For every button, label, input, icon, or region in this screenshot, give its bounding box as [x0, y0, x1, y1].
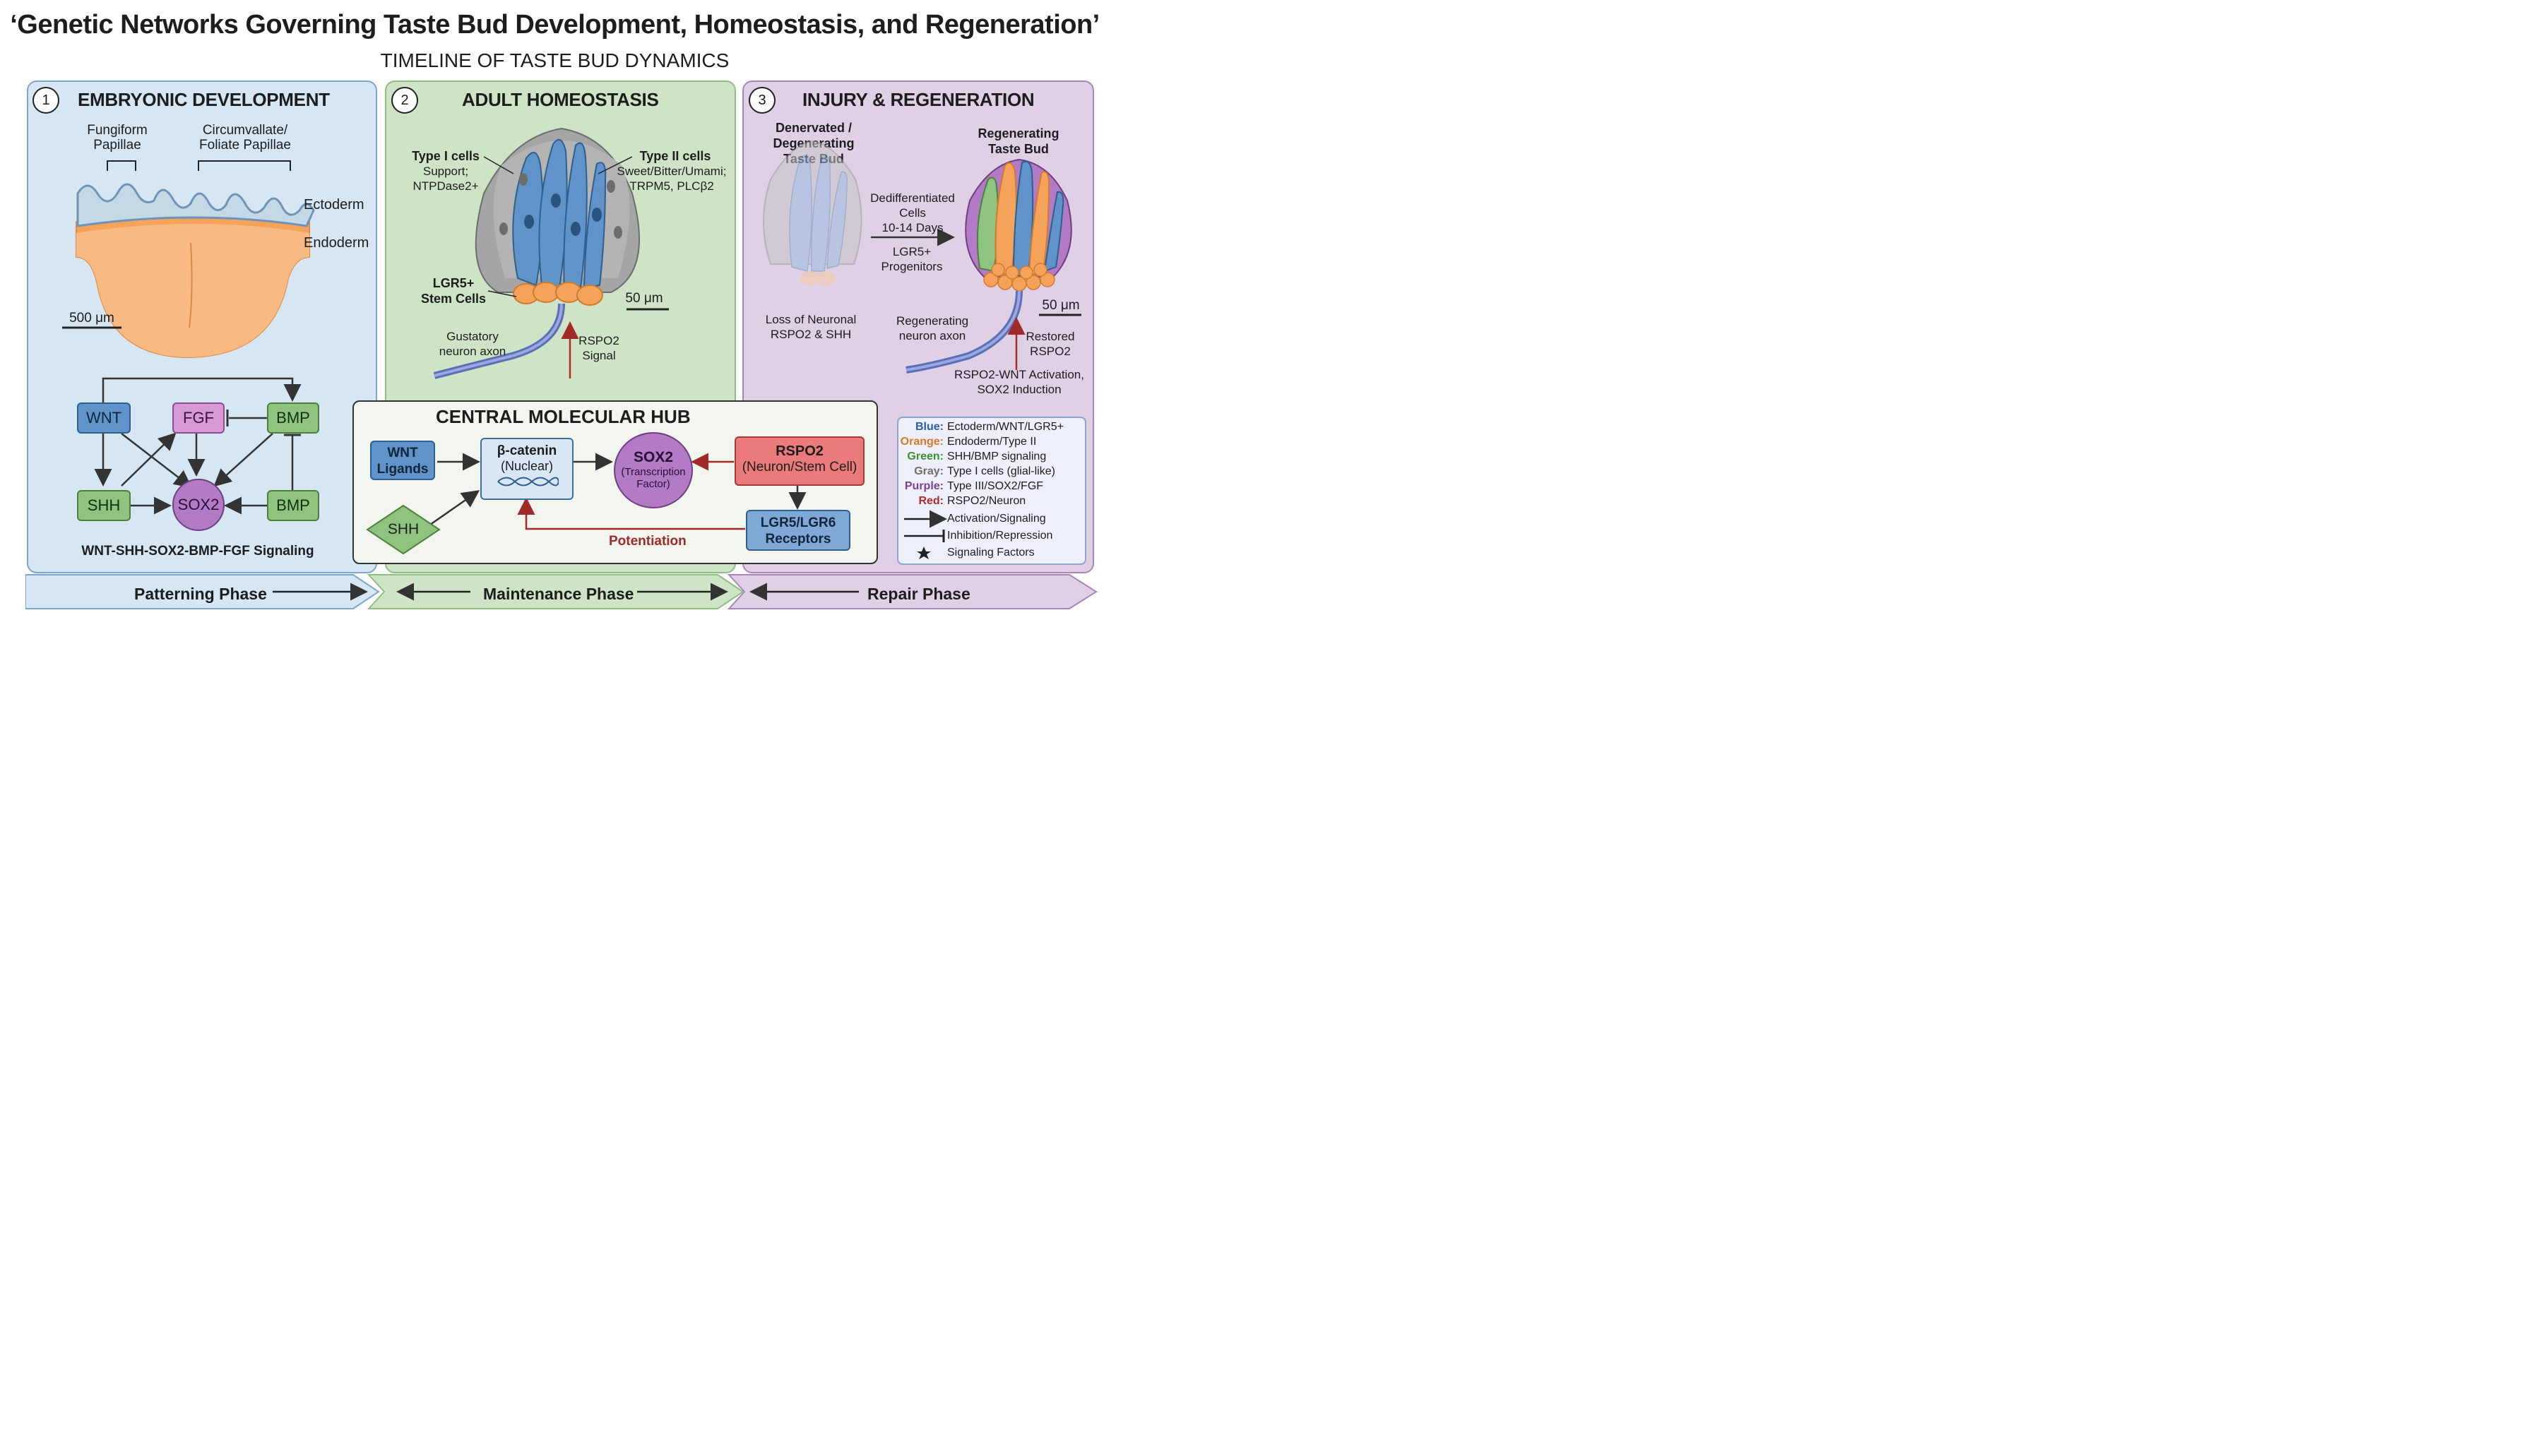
- legend-item-text: Endoderm/Type II: [947, 436, 1037, 448]
- hub-title: CENTRAL MOLECULAR HUB: [436, 406, 691, 427]
- panel-2-title: ADULT HOMEOSTASIS: [462, 89, 659, 110]
- phase-timeline: [25, 574, 1098, 609]
- rspo2-hub-sub: (Neuron/Stem Cell): [742, 460, 857, 475]
- bmp-top-node: BMP: [267, 402, 319, 434]
- regeneration-illustration: [763, 140, 1081, 374]
- gustatory-axon-label: Gustatory neuron axon: [439, 330, 506, 358]
- legend-item-text: Ectoderm/WNT/LGR5+: [947, 421, 1064, 433]
- legend-item-key: Gray:: [914, 465, 944, 477]
- legend-item-text: Type III/SOX2/FGF: [947, 480, 1044, 492]
- patterning-phase-label: Patterning Phase: [134, 585, 267, 603]
- wnt-ligands-node: WNT Ligands: [370, 441, 435, 480]
- panel-1-number: 1: [32, 87, 59, 114]
- color-legend: [897, 417, 1086, 565]
- hub-arrows: [429, 453, 807, 530]
- scale-50um-regen: 50 μm: [1042, 298, 1080, 313]
- legend-item: Green:SHH/BMP signaling: [897, 450, 1046, 463]
- tongue-illustration: [62, 160, 315, 515]
- main-title: ‘Genetic Networks Governing Taste Bud De…: [10, 10, 1100, 40]
- legend-item-key: Blue:: [915, 421, 944, 433]
- legend-item: Purple:Type III/SOX2/FGF: [897, 480, 1043, 493]
- activation-label: RSPO2-WNT Activation, SOX2 Induction: [954, 368, 1084, 396]
- bmp-bottom-node: BMP: [267, 490, 319, 521]
- wnt-node: WNT: [77, 402, 131, 434]
- loss-label: Loss of Neuronal RSPO2 & SHH: [765, 313, 857, 341]
- subtitle: TIMELINE OF TASTE BUD DYNAMICS: [380, 49, 730, 71]
- type1-title: Type I cells: [412, 149, 480, 163]
- fgf-node: FGF: [172, 402, 225, 434]
- type2-title: Type II cells: [639, 149, 711, 163]
- legend-item-text: Type I cells (glial-like): [947, 465, 1055, 477]
- rspo2-hub-node: RSPO2 (Neuron/Stem Cell): [735, 436, 865, 486]
- legend-item-key: Orange:: [900, 436, 944, 448]
- maintenance-phase-label: Maintenance Phase: [483, 585, 634, 603]
- legend-item: Red:RSPO2/Neuron: [897, 495, 1026, 508]
- panel-1-title: EMBRYONIC DEVELOPMENT: [78, 89, 330, 110]
- regenerating-axon-label: Regenerating neuron axon: [896, 314, 969, 342]
- legend-item-key: Purple:: [904, 480, 944, 492]
- panel-2-number: 2: [391, 87, 418, 114]
- shh-diamond: [366, 504, 441, 555]
- potentiation-label: Potentiation: [609, 534, 687, 549]
- lgr5-stem-cells-label: LGR5+ Stem Cells: [420, 276, 487, 306]
- sox2-hub-title: SOX2: [633, 449, 674, 465]
- legend-item: Blue:Ectoderm/WNT/LGR5+: [897, 421, 1064, 434]
- regenerating-bud-label: Regenerating Taste Bud: [978, 126, 1059, 156]
- legend-symbols: [904, 510, 947, 559]
- legend-item-text: RSPO2/Neuron: [947, 495, 1026, 507]
- beta-catenin-title: β-catenin: [497, 443, 557, 458]
- legend-activation: Activation/Signaling: [947, 513, 1046, 525]
- sox2-node: SOX2: [172, 479, 225, 531]
- beta-catenin-node: β-catenin (Nuclear): [480, 438, 574, 500]
- legend-item-text: SHH/BMP signaling: [947, 450, 1047, 463]
- legend-item-key: Green:: [907, 450, 944, 463]
- rspo2-hub-title: RSPO2: [776, 443, 824, 459]
- lgr5-progenitors-label: LGR5+ Progenitors: [881, 245, 943, 273]
- taste-bud-illustration: [433, 127, 669, 379]
- network-caption: WNT-SHH-SOX2-BMP-FGF Signaling: [81, 544, 314, 559]
- legend-item: Orange:Endoderm/Type II: [897, 436, 1037, 448]
- shh-hub-label: SHH: [387, 521, 420, 537]
- legend-factors: Signaling Factors: [947, 547, 1035, 559]
- sox2-hub-node: SOX2 (Transcription Factor): [614, 432, 693, 508]
- days-label: 10-14 Days: [881, 221, 944, 234]
- rspo2-signal-label: RSPO2 Signal: [578, 334, 619, 362]
- legend-item: Gray:Type I cells (glial-like): [897, 465, 1055, 478]
- fungiform-label: Fungiform Papillae: [87, 123, 148, 153]
- type2-desc: Sweet/Bitter/Umami; TRPM5, PLCβ2: [617, 165, 727, 193]
- dna-icon: [497, 477, 559, 487]
- panel-3-number: 3: [749, 87, 776, 114]
- panel-3-title: INJURY & REGENERATION: [802, 89, 1035, 110]
- dedifferentiated-label: Dedifferentiated Cells: [870, 191, 955, 220]
- repair-phase-label: Repair Phase: [867, 585, 970, 603]
- endoderm-label: Endoderm: [304, 235, 369, 251]
- scale-50um-adult: 50 μm: [625, 291, 663, 306]
- beta-catenin-sub: (Nuclear): [500, 459, 553, 473]
- sox2-hub-sub: (Transcription Factor): [621, 466, 686, 490]
- restored-rspo2-label: Restored RSPO2: [1026, 330, 1075, 358]
- ectoderm-label: Ectoderm: [304, 197, 364, 213]
- lgr-receptors-node: LGR5/LGR6 Receptors: [746, 510, 850, 551]
- circumvallate-label: Circumvallate/ Foliate Papillae: [199, 123, 291, 153]
- scale-500um: 500 μm: [69, 311, 114, 326]
- shh-node: SHH: [77, 490, 131, 521]
- type1-desc: Support; NTPDase2+: [412, 165, 479, 193]
- legend-item-key: Red:: [918, 495, 944, 507]
- legend-inhibition: Inhibition/Repression: [947, 530, 1053, 542]
